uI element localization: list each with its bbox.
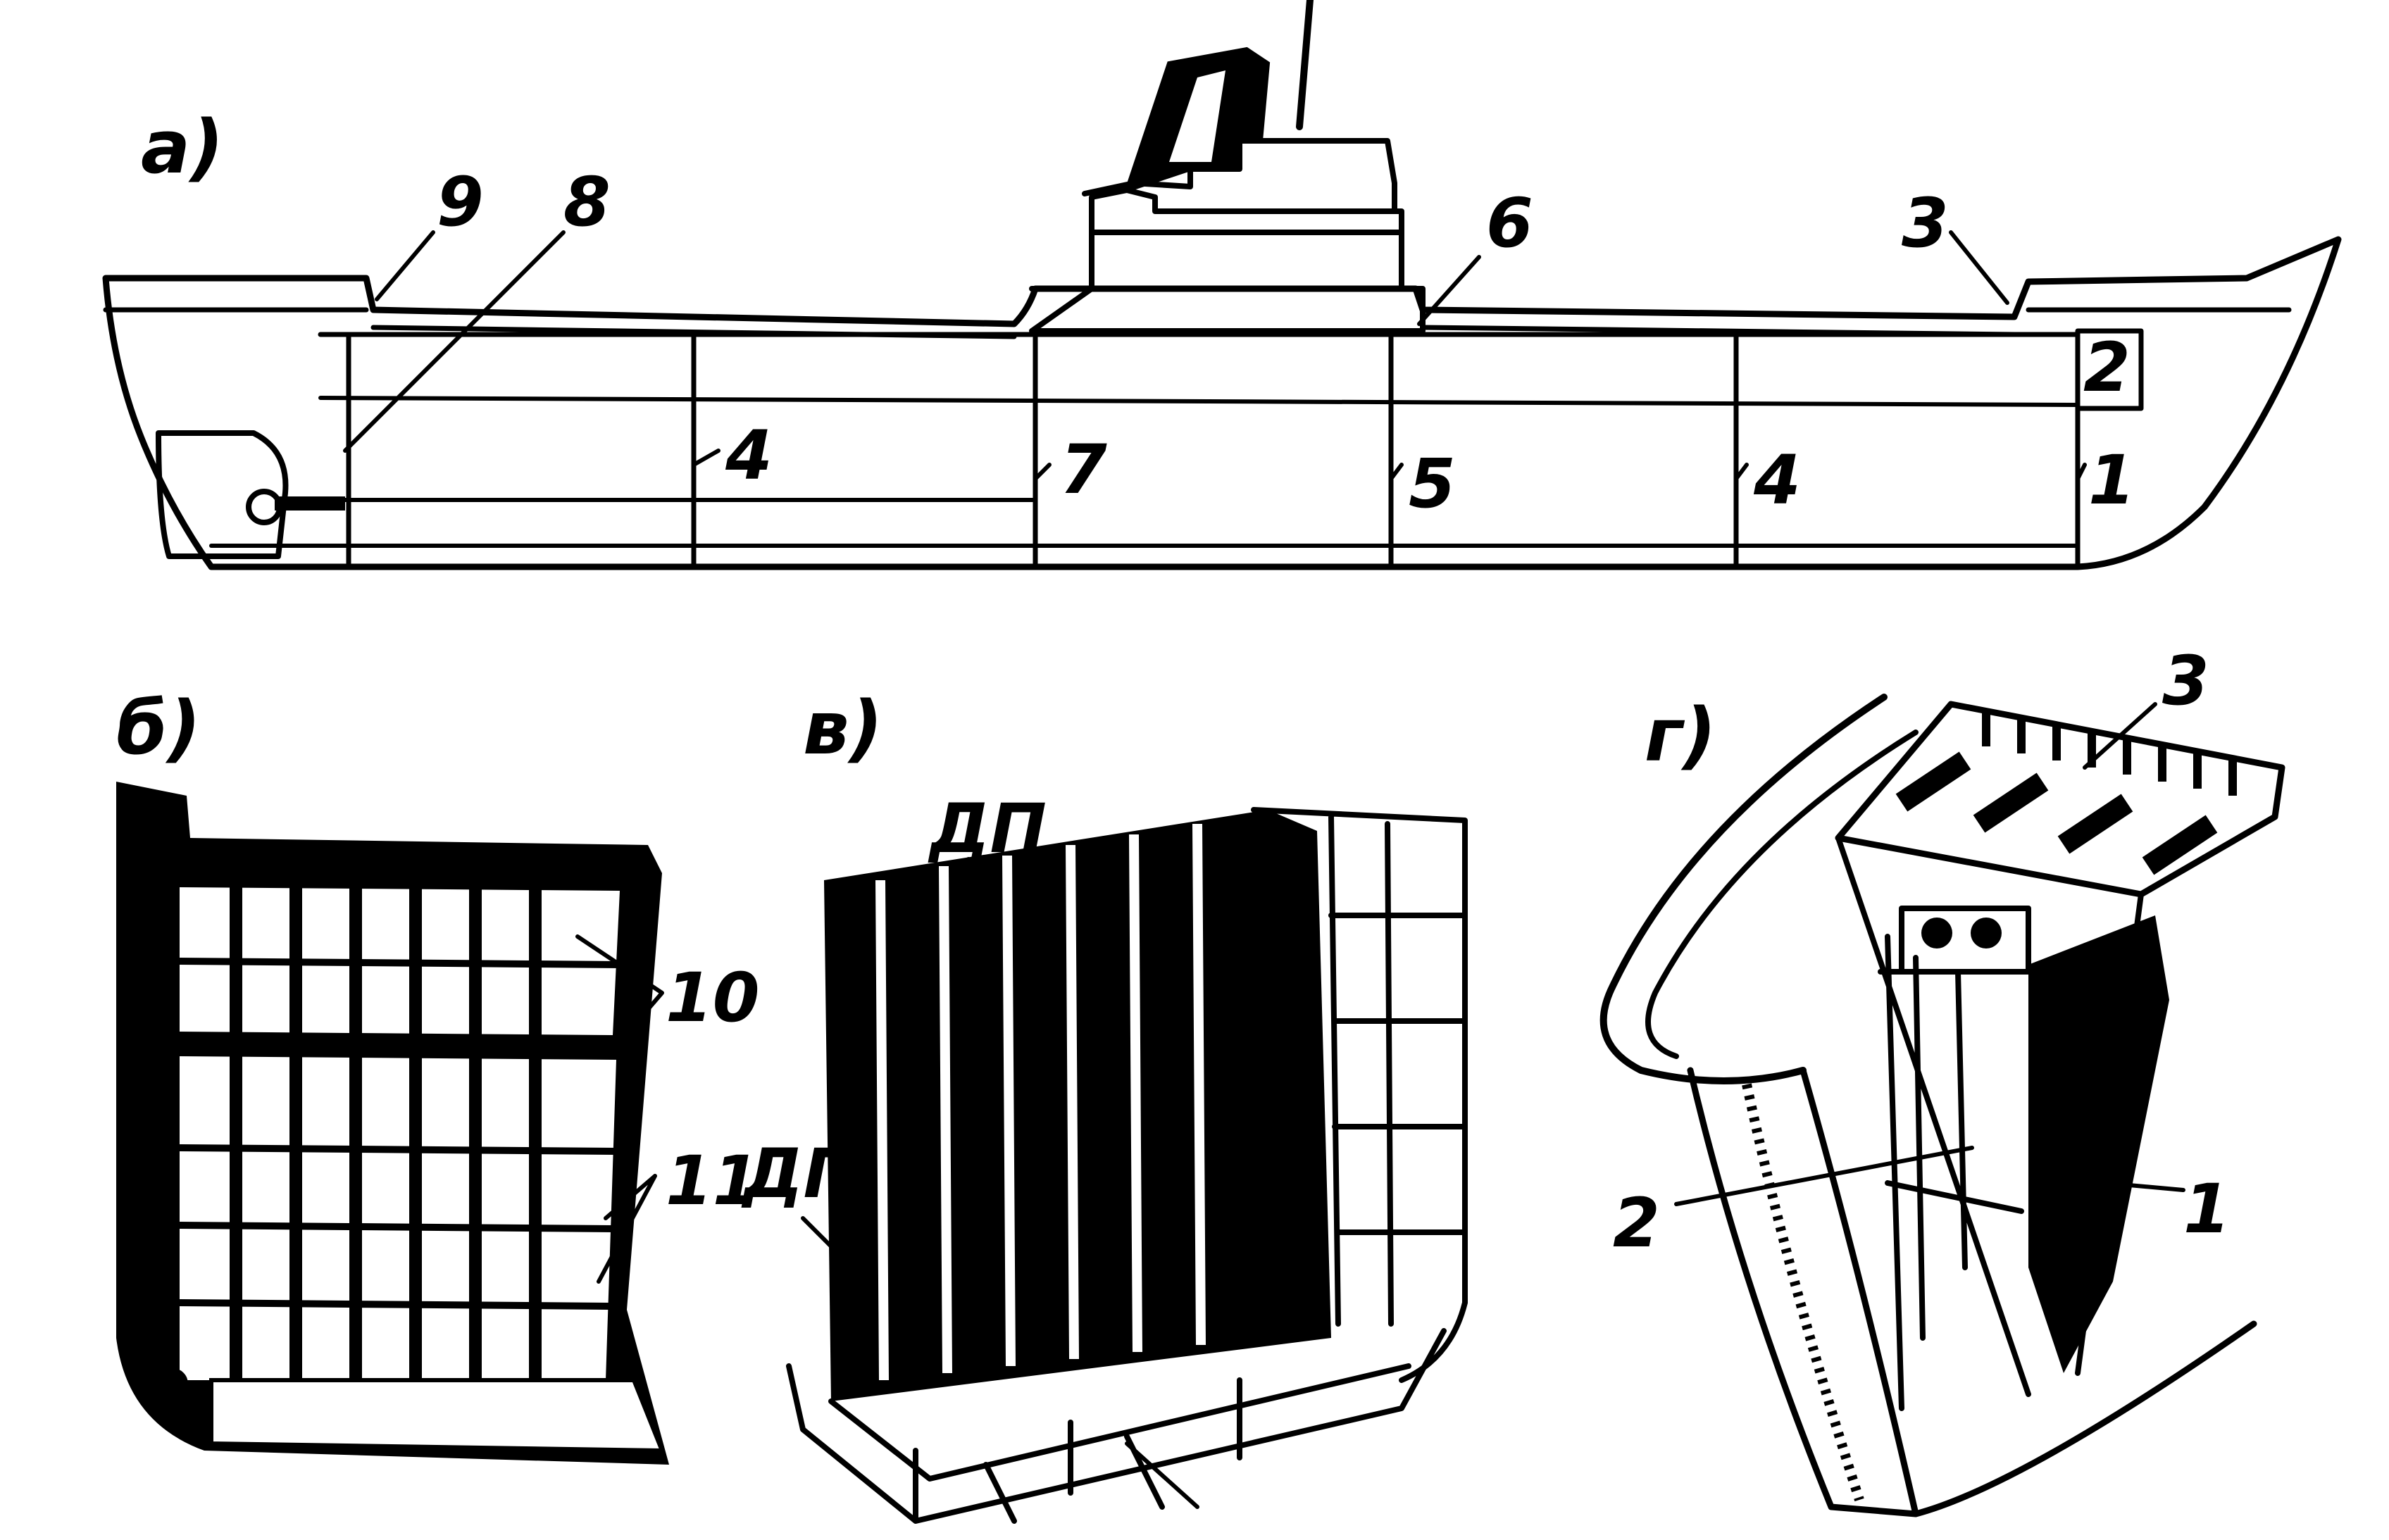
callout-4-fwd: 4 (1753, 441, 1801, 520)
bulkhead-b-horizontals (179, 958, 620, 1310)
panel-a-label: а) (141, 104, 224, 190)
panel-g-peak-structure: г) 3 2 1 (1599, 641, 2285, 1517)
bulkhead-b-hole (157, 1368, 188, 1399)
panel-g-label: г) (1645, 692, 1716, 778)
bulkhead-lines (346, 332, 2081, 570)
bulkhead-b-stiffeners (230, 887, 542, 1380)
panel-v-label: в) (803, 685, 882, 771)
dp-leader-lines (801, 857, 1199, 1509)
callout-8: 8 (563, 163, 611, 242)
deck-stripes (1895, 751, 2218, 875)
panel-v-corrugated-bulkhead: в) ДП ДП (741, 685, 1468, 1524)
callout-1: 1 (2088, 441, 2135, 520)
forepeak-store-box (2075, 328, 2144, 411)
panel-a-ship-profile: а) 9 8 6 3 2 4 7 5 4 1 (102, 0, 2342, 570)
equipment-hole-2 (1971, 918, 2002, 949)
panel-b-label: б) (116, 685, 201, 771)
callout-4-aft: 4 (725, 416, 773, 495)
superstructure-outline (1029, 187, 1426, 334)
side-shell-panel (1251, 807, 1468, 1383)
stem-shading (1742, 1083, 1864, 1502)
frame-cross-members (1878, 969, 2031, 1214)
callout-g-3: 3 (2162, 641, 2209, 720)
hull-outline (102, 236, 2342, 570)
callout-11: 11 (666, 1141, 760, 1220)
callout-dp-left: ДП (741, 1134, 860, 1213)
callout-dp-top: ДП (928, 789, 1047, 868)
deck-top-ribs (1982, 711, 2237, 796)
funnel-highlight (1169, 70, 1225, 162)
deck-top (1835, 701, 2285, 898)
inner-shell-curve (1645, 730, 1919, 1059)
callout-7: 7 (1060, 430, 1107, 509)
collision-bulkhead-plate (2028, 915, 2169, 1373)
rudder (156, 430, 289, 559)
callout-2: 2 (2083, 328, 2131, 407)
callout-g-2: 2 (1613, 1184, 1660, 1263)
tween-deck-line (318, 396, 2080, 407)
callout-leaders-g (1674, 702, 2185, 1206)
callout-g-1: 1 (2183, 1170, 2231, 1248)
callout-leaders-b (575, 934, 664, 1284)
corrugation-highlights (875, 823, 1206, 1381)
bulkhead-b-bottom (209, 1378, 666, 1453)
callout-5: 5 (1409, 444, 1456, 523)
callout-3: 3 (1902, 184, 1949, 263)
callout-10: 10 (666, 958, 760, 1037)
callout-6: 6 (1486, 184, 1533, 263)
panel-b-transverse-bulkhead: б) 10 11 (116, 685, 760, 1465)
callout-9: 9 (437, 163, 484, 242)
callout-leaders-a (343, 230, 2087, 481)
stem-post (1687, 1067, 2257, 1517)
double-bottom (786, 1328, 1447, 1524)
equipment-block (1899, 906, 2031, 975)
equipment-hole-1 (1921, 918, 1952, 949)
outer-shell-curve (1599, 694, 1888, 1084)
mast (1296, 0, 1314, 130)
